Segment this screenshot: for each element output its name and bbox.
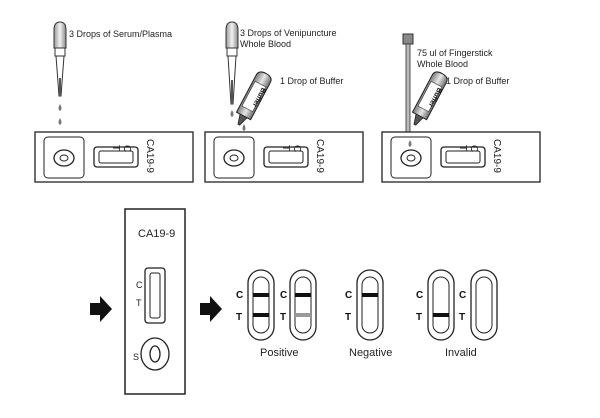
result-strip-negative: C T [345, 269, 384, 341]
cassette-label: CA19-9 [314, 139, 325, 173]
step-2-buffer-instruction: 1 Drop of Buffer [280, 76, 343, 86]
dropper-icon [225, 21, 239, 105]
result-label-positive: Positive [260, 347, 299, 359]
test-mark: T [280, 145, 291, 151]
control-line [295, 293, 311, 297]
test-cassette: T C CA19-9 [34, 131, 194, 183]
test-mark: T [459, 312, 465, 323]
drop-icon [58, 104, 62, 125]
step-2-instruction-line-2: Whole Blood [240, 39, 291, 49]
cassette-label: CA19-9 [144, 139, 155, 173]
test-mark: T [345, 312, 351, 323]
cassette-label: CA19-9 [491, 139, 502, 173]
step-1-instruction: 3 Drops of Serum/Plasma [69, 29, 172, 39]
drop-icon [230, 110, 246, 131]
result-strip-invalid-no-lines: C T [459, 269, 498, 341]
test-cassette: T C CA19-9 [204, 131, 364, 183]
dropper-icon [53, 21, 67, 97]
test-cassette: T C CA19-9 [381, 131, 541, 183]
step-1-serum-plasma: 3 Drops of Serum/Plasma T C CA19-9 [34, 21, 194, 183]
arrow-right-icon [200, 296, 222, 322]
test-mark: T [236, 312, 242, 323]
reading-cassette: CA19-9 C T S [124, 208, 186, 395]
control-mark: C [136, 280, 143, 290]
test-mark: T [457, 145, 468, 151]
result-strip-invalid-test-only: C T [416, 269, 455, 341]
step-2-instruction-line-1: 3 Drops of Venipuncture [240, 28, 337, 38]
step-3-instruction-line-1: 75 ul of Fingerstick [417, 48, 493, 58]
control-line [362, 293, 378, 297]
control-mark: C [280, 290, 287, 301]
capillary-tube-icon [402, 33, 414, 137]
drop-icon [408, 140, 412, 147]
step-3-fingerstick-whole-blood: 75 ul of Fingerstick Whole Blood Buffer … [381, 33, 541, 183]
result-strip-positive-faint: C T [280, 269, 317, 341]
result-label-negative: Negative [349, 347, 392, 359]
control-line [253, 293, 269, 297]
test-mark: T [416, 312, 422, 323]
control-mark: C [468, 145, 479, 152]
step-3-instruction-line-2: Whole Blood [417, 59, 468, 69]
control-mark: C [121, 145, 132, 152]
result-strip-positive-strong: C T [236, 269, 275, 341]
sample-mark: S [133, 352, 139, 362]
control-mark: C [459, 290, 466, 301]
control-mark: C [416, 290, 423, 301]
step-2-venipuncture-whole-blood: 3 Drops of Venipuncture Whole Blood Buff… [204, 21, 364, 183]
control-mark: C [345, 290, 352, 301]
reading-cassette-title: CA19-9 [138, 228, 175, 240]
test-mark: T [136, 298, 142, 308]
buffer-bottle-icon: Buffer [411, 71, 448, 126]
control-mark: C [291, 145, 302, 152]
test-line [253, 313, 269, 317]
control-mark: C [236, 290, 243, 301]
test-line [433, 313, 449, 317]
arrow-right-icon [90, 296, 112, 322]
step-3-buffer-instruction: 1 Drop of Buffer [446, 76, 509, 86]
buffer-bottle-icon: Buffer [235, 71, 272, 126]
test-mark: T [280, 312, 286, 323]
test-line [295, 313, 311, 317]
result-label-invalid: Invalid [445, 347, 477, 359]
test-mark: T [110, 145, 121, 151]
